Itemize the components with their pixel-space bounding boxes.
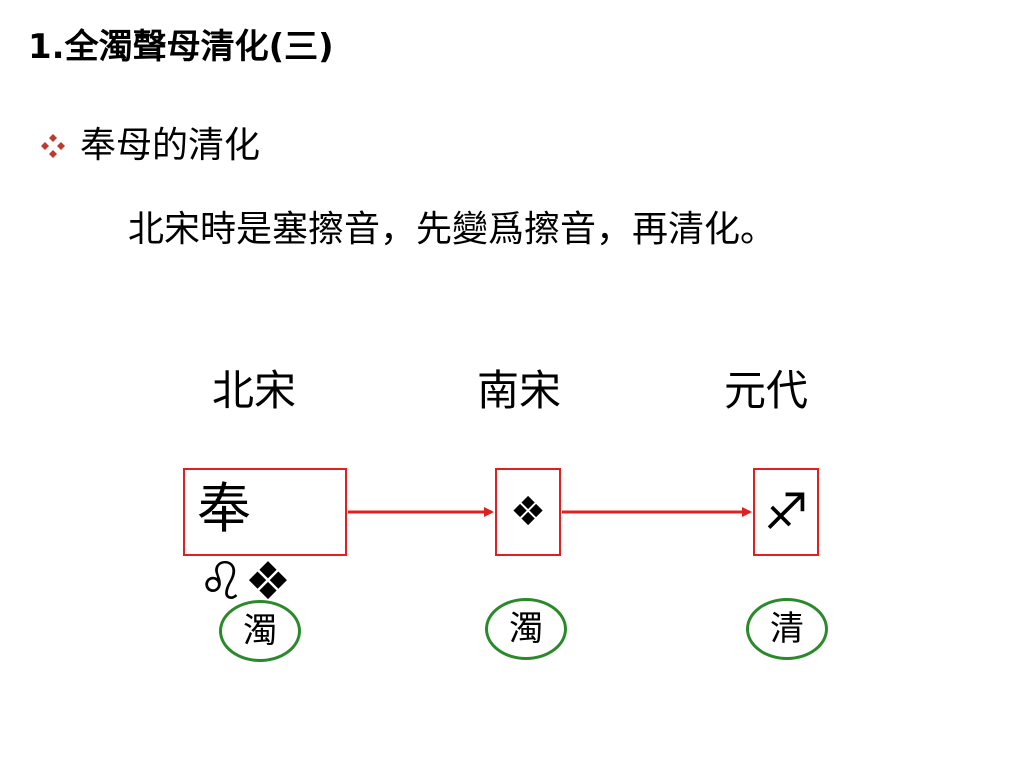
stage-box-southern-song: ❖ xyxy=(495,468,561,556)
voicing-label: 清 xyxy=(770,609,804,649)
voicing-circle-southern-song: 濁 xyxy=(485,598,567,660)
stage-box-northern-song: 奉 xyxy=(183,468,347,556)
voicing-circle-northern-song: 濁 xyxy=(219,600,301,662)
voicing-circle-yuan: 清 xyxy=(746,598,828,660)
sagittarius-symbol-icon: ♐ xyxy=(763,483,809,541)
page-title: 1.全濁聲母清化(三) xyxy=(28,27,334,67)
description-text: 北宋時是塞擦音，先變爲擦音，再清化。 xyxy=(128,209,777,250)
bullet-item: 奉母的清化 xyxy=(40,128,260,164)
era-label-yuan: 元代 xyxy=(724,366,809,415)
overflow-glyphs: ♌❖ xyxy=(198,552,292,612)
stage-character: 奉 xyxy=(197,477,251,540)
stage-box-yuan: ♐ xyxy=(753,468,819,556)
voicing-label: 濁 xyxy=(243,611,277,651)
bullet-text: 奉母的清化 xyxy=(80,125,261,166)
era-label-northern-song: 北宋 xyxy=(212,366,297,415)
diamond-bullet-icon xyxy=(40,133,66,159)
era-label-southern-song: 南宋 xyxy=(477,366,562,415)
diamond-symbol-icon: ❖ xyxy=(510,489,546,535)
voicing-label: 濁 xyxy=(509,609,543,649)
